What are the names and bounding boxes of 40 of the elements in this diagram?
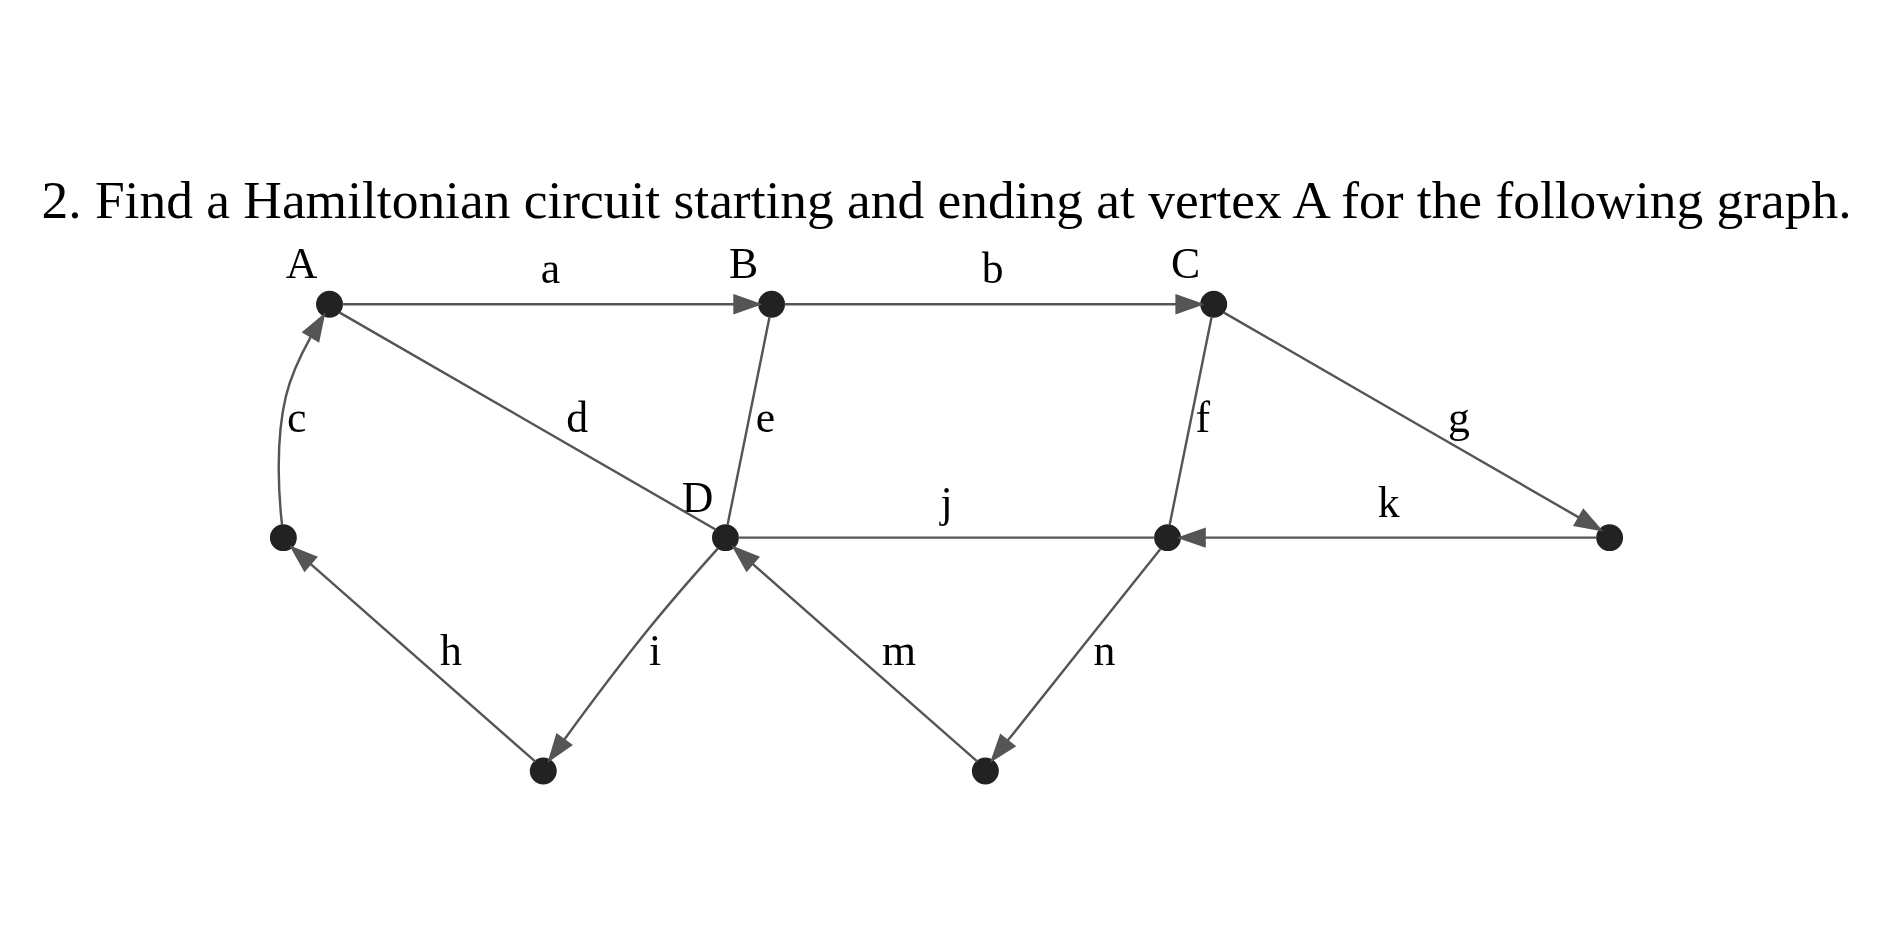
edge-label: g <box>1448 392 1470 441</box>
connector <box>738 535 1155 539</box>
node-label: C <box>1171 238 1201 287</box>
edge-label: j <box>940 477 953 526</box>
edge-label: d <box>566 392 589 441</box>
node-circle <box>316 290 343 318</box>
edge-label: h <box>440 625 462 674</box>
node-circle <box>1200 290 1228 318</box>
arrow <box>1222 310 1604 532</box>
arrow <box>277 312 326 525</box>
node-label: A <box>285 238 318 287</box>
arrow <box>547 547 719 763</box>
edge-label: e <box>755 392 776 441</box>
connector <box>726 315 771 525</box>
arrow <box>1176 526 1597 548</box>
node-label: B <box>728 238 759 287</box>
node-circle <box>529 757 557 784</box>
node-circle <box>1596 523 1624 551</box>
arrow <box>289 544 537 763</box>
connector <box>1168 315 1213 525</box>
arrow <box>990 547 1162 763</box>
arrow <box>731 544 979 763</box>
edge-label: c <box>287 392 307 441</box>
node-circle <box>971 757 999 784</box>
node-circle <box>712 523 739 551</box>
edge-label: n <box>1093 625 1116 674</box>
node-circle <box>1154 523 1181 551</box>
diagram-title: 2. Find a Hamiltonian circuit starting and ending at vertex A for the following graph. <box>41 169 1852 230</box>
arrow <box>784 293 1205 314</box>
arrow <box>342 293 763 314</box>
connector <box>338 310 717 531</box>
node-circle <box>269 523 297 551</box>
edge-label: m <box>882 625 917 674</box>
edge-label: k <box>1377 477 1400 526</box>
node-label: D <box>681 472 714 521</box>
edge-label: b <box>981 243 1004 292</box>
edge-label: a <box>540 243 561 292</box>
edge-label: i <box>648 625 662 674</box>
edge-label: f <box>1195 392 1211 441</box>
node-circle <box>758 290 786 318</box>
